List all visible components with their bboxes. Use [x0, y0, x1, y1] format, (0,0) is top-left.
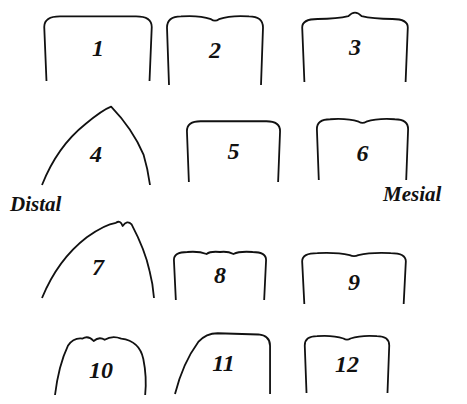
tooth-crown: 6 — [315, 118, 410, 180]
tooth-outline-path — [174, 252, 266, 300]
tooth-number: 1 — [92, 36, 104, 60]
tooth-crown: 2 — [165, 15, 265, 85]
tooth-crown: 11 — [175, 332, 272, 394]
tooth-crown: 3 — [300, 12, 410, 82]
tooth-outline-path — [167, 16, 263, 85]
tooth-outline-path — [305, 336, 389, 393]
tooth-number: 10 — [89, 358, 113, 382]
tooth-crown: 8 — [172, 250, 268, 300]
tooth-outline-path — [302, 253, 406, 304]
tooth-outline-path — [42, 222, 154, 298]
tooth-number: 7 — [92, 255, 104, 279]
tooth-number: 2 — [209, 38, 221, 62]
direction-label: Distal — [10, 194, 61, 215]
tooth-crown: 12 — [303, 335, 391, 393]
tooth-outline-path — [44, 16, 152, 81]
tooth-crown: 1 — [42, 15, 154, 81]
tooth-number: 4 — [90, 142, 102, 166]
tooth-crown: 4 — [42, 105, 150, 185]
tooth-outline-path — [175, 333, 270, 394]
tooth-crown: 9 — [300, 252, 408, 304]
tooth-outline-path — [187, 121, 280, 182]
direction-label: Mesial — [383, 184, 441, 205]
tooth-number: 9 — [348, 270, 360, 294]
tooth-number: 8 — [214, 263, 226, 287]
tooth-number: 12 — [335, 352, 359, 376]
tooth-number: 3 — [349, 35, 361, 59]
tooth-outline-path — [302, 13, 408, 82]
tooth-number: 11 — [212, 351, 235, 375]
tooth-crown: 5 — [185, 120, 282, 182]
tooth-number: 6 — [357, 141, 369, 165]
tooth-outline-path — [55, 337, 146, 395]
tooth-number: 5 — [228, 139, 240, 163]
tooth-outline-path — [42, 107, 150, 185]
tooth-crown: 7 — [42, 218, 154, 298]
tooth-outline-path — [317, 119, 408, 180]
tooth-crown: 10 — [55, 335, 147, 395]
